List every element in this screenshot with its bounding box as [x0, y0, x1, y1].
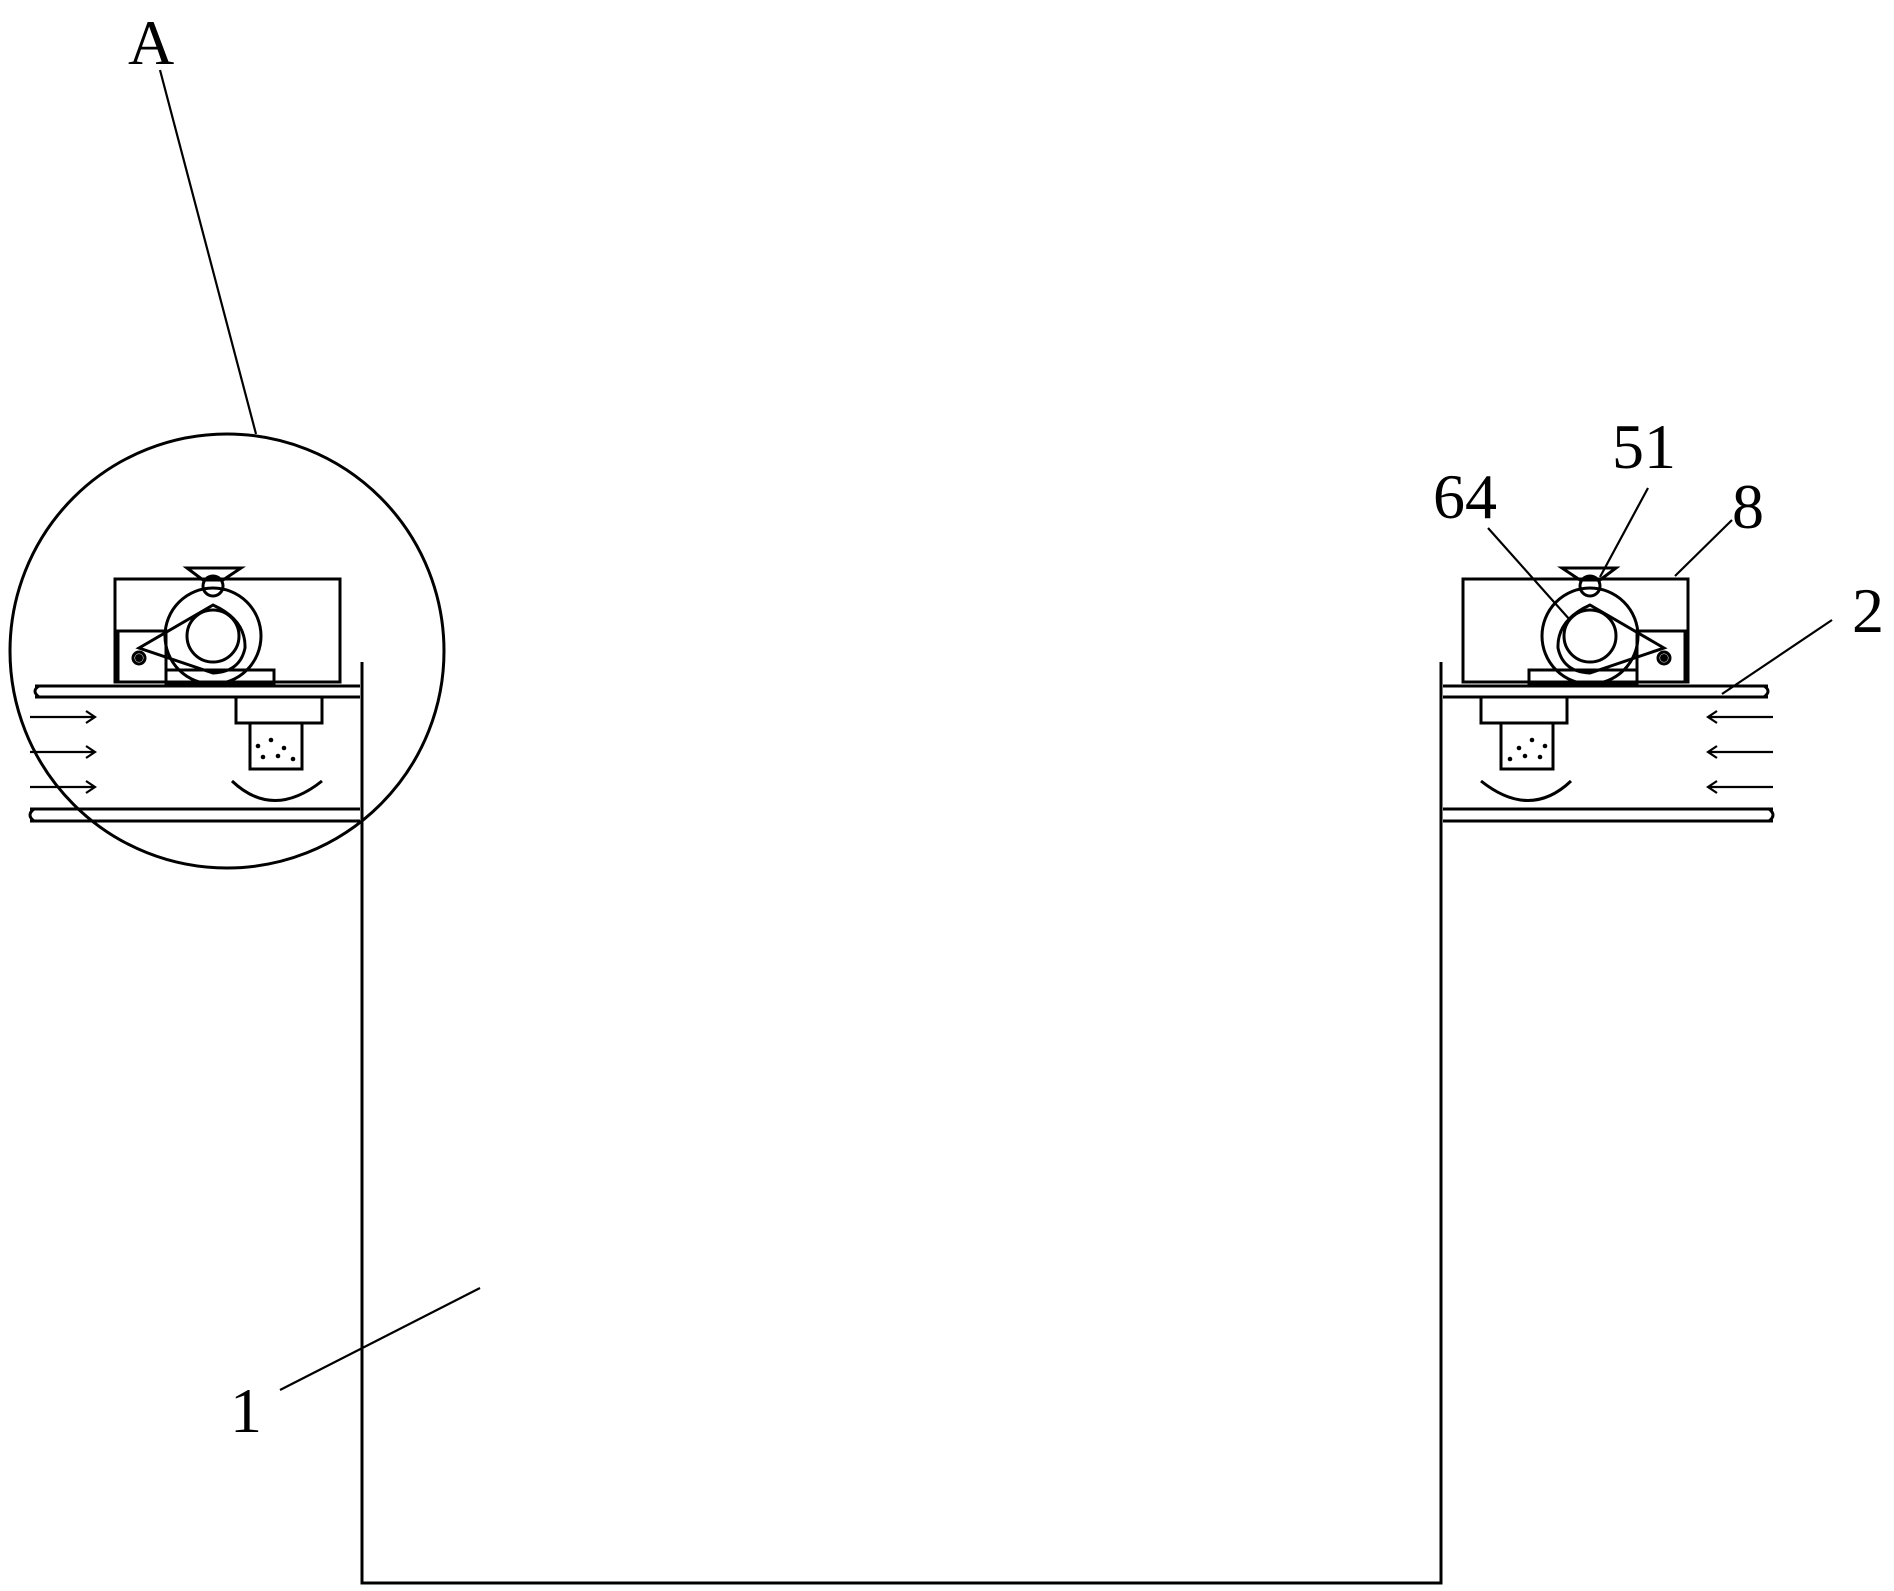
- leader-2: [1721, 619, 1833, 695]
- leader-8: [1674, 519, 1733, 577]
- label-2: 2: [1852, 575, 1884, 646]
- right-assembly: [1441, 566, 1775, 823]
- leader-1: [279, 1287, 481, 1391]
- label-a: A: [128, 7, 174, 78]
- label-64: 64: [1433, 461, 1497, 532]
- leader-64: [1487, 527, 1571, 621]
- detail-circle-a: [8, 432, 446, 870]
- container-body: [360, 662, 1443, 1585]
- label-51: 51: [1612, 411, 1676, 482]
- label-1: 1: [230, 1375, 262, 1446]
- leader-51: [1599, 487, 1649, 578]
- leader-a: [158, 69, 258, 435]
- left-assembly: [28, 566, 362, 823]
- label-8: 8: [1732, 471, 1764, 542]
